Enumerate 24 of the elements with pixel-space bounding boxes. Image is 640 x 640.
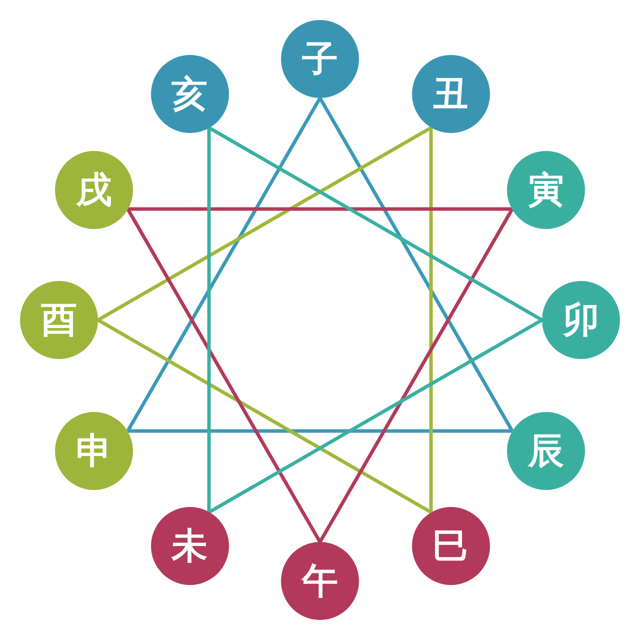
branch-character: 巳 — [432, 528, 468, 564]
triangle-side-line — [126, 208, 322, 543]
triangle-side-line — [128, 207, 512, 211]
branch-character: 亥 — [172, 76, 208, 112]
triangle-side-line — [97, 126, 432, 322]
branch-character: 戌 — [76, 172, 112, 208]
branch-character: 午 — [302, 563, 338, 599]
branch-character: 酉 — [41, 302, 77, 338]
branch-character: 子 — [302, 41, 338, 77]
branch-character: 未 — [172, 528, 208, 564]
triangle-side-line — [208, 318, 543, 514]
branch-character: 卯 — [563, 302, 599, 338]
branch-character: 申 — [76, 432, 112, 468]
branch-character: 辰 — [528, 432, 564, 468]
triangle-side-line — [208, 126, 543, 322]
branch-character: 寅 — [528, 172, 564, 208]
triangle-side-line — [318, 208, 514, 543]
triangle-side-line — [128, 429, 512, 433]
triangle-side-line — [318, 97, 514, 432]
triangle-side-line — [429, 128, 433, 512]
triangle-side-line — [207, 128, 211, 512]
triangle-side-line — [97, 318, 432, 514]
branch-character: 丑 — [432, 76, 468, 112]
triangle-side-line — [126, 97, 322, 432]
